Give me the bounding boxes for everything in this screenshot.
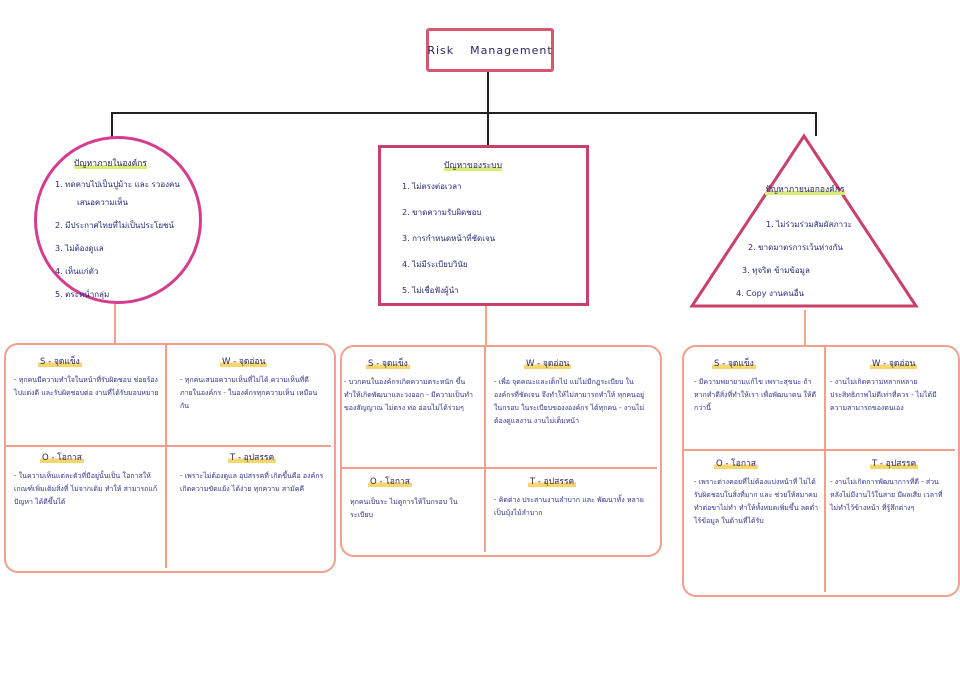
list-item: 1. ไม่ร่วมร่วมสัมผัสภาวะ (766, 220, 852, 229)
threat-text: - งานไม่เกิดการพัฒนาการที่ดี - ส่วนหลังไ… (830, 478, 943, 512)
external-problems-list: 1. ไม่ร่วมร่วมสัมผัสภาวะ 2. ขาดมาตรการเว… (736, 218, 852, 310)
strength-title: S - จุดแข็ง (38, 357, 82, 367)
strength-text: - มีความพยายามแก้ไข เพราะสุขนะ ถ้าหากทำด… (694, 378, 817, 412)
title-box: Risk Management (426, 28, 554, 72)
divider (484, 346, 486, 552)
opportunity-title: O - โอกาส (714, 459, 758, 469)
divider (683, 449, 955, 451)
connector-middle (487, 112, 489, 146)
strength-text: - ทุกคนมีความทำใจในหน้าที่รับผิดชอบ ช่อย… (14, 376, 159, 397)
list-item: 3. ทุจริต ข้ามข้อมูล (742, 266, 810, 275)
swot-box-system (340, 345, 662, 557)
list-item: 4. Copy งานคนอื่น (736, 289, 804, 298)
list-item: 4. เห็นแก่ตัว (55, 267, 99, 276)
list-item: 1. ทดคาบไปเป็นปูม้าะ และ รวองคน (55, 180, 180, 189)
list-item: 3. การกำหนดหน้าที่ชัดเจน (402, 234, 496, 243)
list-item: 3. ไม่ต้องดูแล (55, 244, 104, 253)
threat-title: T - อุปสรรค (870, 459, 919, 469)
threat-text: - คิดต่าง ประสานงานลำบาก และ พัฒนาทั้ง ห… (494, 496, 644, 517)
title-word-management: Management (470, 43, 553, 57)
internal-problems-heading: ปัญหาภายในองค์กร (74, 159, 147, 169)
connector-vertical-top (487, 68, 489, 114)
connector-left (111, 112, 113, 138)
external-problems-triangle (689, 133, 919, 308)
list-item: 4. ไม่มีระเบียบวินัย (402, 260, 468, 269)
connector-right (815, 112, 817, 136)
strength-title: S - จุดแข็ง (366, 359, 410, 369)
list-item: 1. ไม่ตรงต่อเวลา (402, 182, 462, 191)
weakness-title: W - จุดอ่อน (220, 357, 268, 367)
threat-title: T - อุปสรรค (528, 477, 577, 487)
connector-horizontal (112, 112, 817, 114)
strength-title: S - จุดแข็ง (712, 359, 756, 369)
list-item: 2. ขาดความรับผิดชอบ (402, 208, 482, 217)
internal-problems-list: 1. ทดคาบไปเป็นปูม้าะ และ รวองคน เสนอความ… (55, 178, 180, 311)
divider (824, 346, 826, 592)
divider (165, 344, 167, 568)
opportunity-text: - เพราะต่างคอยที่ไม่ต้องแบ่งหน้าที่ ไม่ไ… (694, 478, 819, 525)
list-item: 5. ตระหน่ำกลุ่ม (55, 290, 110, 299)
external-problems-heading: ปัญหาภายนอกองค์กร (765, 185, 845, 195)
opportunity-title: O - โอกาส (368, 477, 412, 487)
weakness-text: - ทุกคนเสนอความเห็นที่ไม่ได้ ความเห็นที่… (180, 376, 318, 410)
weakness-text: - งานไม่เกิดความหลากหลาย ประสิทธิภาพไม่ด… (830, 378, 937, 412)
list-item: 2. มีประกาศไทยที่ไม่เป็นประโยชน์ (55, 221, 174, 230)
title-word-risk: Risk (427, 43, 455, 57)
opportunity-text: ทุกคนเป็นระ ไม่ดูการให้ในกรอบ ในระเบียบ (350, 498, 458, 519)
strength-text: - บวกคนในองค์กรเกิดความตระหนัก ขึ้นทำให้… (344, 378, 473, 412)
threat-text: - เพราะไม่ต้องดูแล อุปสรรคที่ เกิดขึ้นคื… (180, 472, 324, 493)
swot-box-external (682, 345, 960, 597)
divider (341, 467, 657, 469)
threat-title: T - อุปสรรค (228, 453, 277, 463)
list-item: 5. ไม่เชื่อฟังผู้นำ (402, 286, 459, 295)
connector-left-swot (114, 300, 116, 344)
opportunity-title: O - โอกาส (40, 453, 84, 463)
weakness-text: - เพื่อ จุดคณะและเด็กไป แม่ไม่มีกฎระเบีย… (494, 378, 645, 425)
list-item: 2. ขาดมาตรการเว้นห่างกัน (748, 243, 843, 252)
divider (5, 445, 331, 447)
opportunity-text: - ในความเห็นแต่ละตัวที่มีอยู่นั้นเป็น โอ… (14, 472, 158, 506)
system-problems-heading: ปัญหาของระบบ (444, 161, 503, 171)
weakness-title: W - จุดอ่อน (870, 359, 918, 369)
list-item: เสนอความเห็น (77, 198, 128, 207)
connector-right-swot (804, 310, 806, 346)
system-problems-list: 1. ไม่ตรงต่อเวลา 2. ขาดความรับผิดชอบ 3. … (402, 180, 495, 307)
system-problems-box (378, 145, 589, 306)
weakness-title: W - จุดอ่อน (524, 359, 572, 369)
connector-middle-swot (485, 302, 487, 346)
